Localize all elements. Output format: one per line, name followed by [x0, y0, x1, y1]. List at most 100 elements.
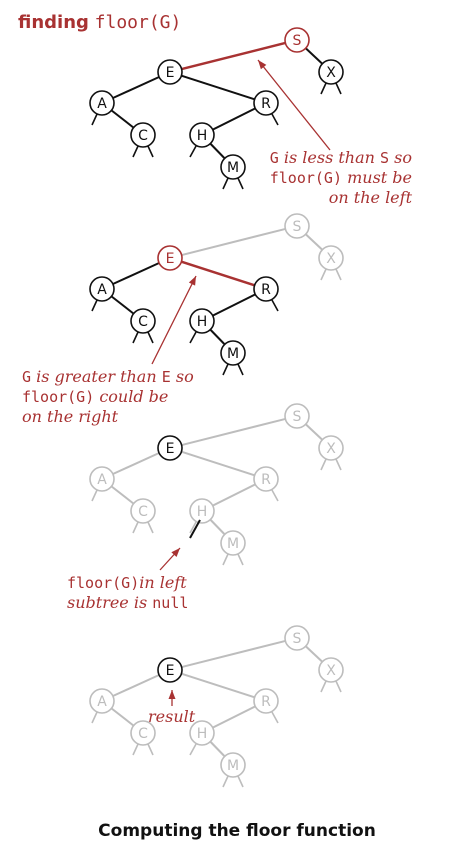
title-code: floor(G): [95, 12, 182, 33]
node-X-circle: [318, 245, 344, 271]
node-A-circle: [89, 688, 115, 714]
node-X: X: [318, 435, 344, 461]
annot-0-line-3: on the left: [329, 188, 413, 207]
annot-3-line-1: result: [148, 707, 196, 726]
node-X-key: X: [326, 251, 336, 267]
node-R: R: [253, 466, 279, 492]
node-C-key: C: [138, 314, 148, 330]
node-E: E: [157, 657, 183, 683]
node-C-key: C: [138, 128, 148, 144]
node-S: S: [284, 403, 310, 429]
node-S-circle: [284, 403, 310, 429]
null-link-M: [236, 552, 244, 566]
null-link-H: [189, 330, 198, 344]
annot-0-line-1-seg-1: G: [270, 149, 279, 167]
annot-0-line-1-seg-4: so: [389, 148, 412, 167]
node-A-key: A: [97, 282, 107, 298]
node-H-circle: [189, 720, 215, 746]
edge-S-X: [305, 645, 323, 663]
node-M-key: M: [227, 536, 239, 552]
null-link-X: [320, 267, 328, 281]
node-A-key: A: [97, 472, 107, 488]
edge-A-C: [110, 485, 135, 505]
node-C-key: C: [138, 504, 148, 520]
annotation-arrow-4-head: [168, 690, 176, 699]
edge-A-C: [110, 707, 135, 727]
node-C: C: [130, 720, 156, 746]
node-X-key: X: [326, 65, 336, 81]
node-R-key: R: [261, 282, 271, 298]
node-A-key: A: [97, 96, 107, 112]
null-left-link-H: [189, 519, 201, 539]
node-E-circle: [157, 245, 183, 271]
annot-2-line-2: subtree is null: [67, 593, 188, 612]
annotation-arrow-1: [257, 59, 331, 151]
node-A: A: [89, 688, 115, 714]
annot-1-line-3: on the right: [22, 407, 119, 426]
null-link-R: [270, 112, 279, 126]
null-link-X: [320, 457, 328, 471]
node-X-circle: [318, 657, 344, 683]
node-R-circle: [253, 276, 279, 302]
node-E: E: [157, 435, 183, 461]
null-link-C: [132, 330, 140, 344]
node-M: M: [220, 340, 246, 366]
null-link-X: [334, 457, 342, 471]
edge-A-C: [110, 109, 135, 129]
annot-0-line-3-seg-1: on the left: [329, 188, 413, 207]
null-link-C: [146, 144, 154, 158]
node-H: H: [189, 498, 215, 524]
node-A: A: [89, 466, 115, 492]
null-link-A: [91, 710, 99, 724]
node-X-key: X: [326, 663, 336, 679]
edge-H-M: [209, 328, 226, 346]
node-E-key: E: [166, 65, 175, 81]
edge-H-M: [209, 518, 226, 536]
node-C: C: [130, 498, 156, 524]
null-link-C: [132, 144, 140, 158]
node-R: R: [253, 90, 279, 116]
node-C-circle: [130, 498, 156, 524]
null-link-C: [132, 520, 140, 534]
node-S-key: S: [293, 219, 302, 235]
edge-S-X: [305, 233, 323, 251]
null-link-C: [146, 742, 154, 756]
node-S: S: [284, 27, 310, 53]
edge-S-E: [181, 227, 286, 257]
null-link-M: [222, 552, 230, 566]
null-link-X: [334, 679, 342, 693]
edge-S-E: [181, 417, 286, 447]
null-link-X: [320, 81, 328, 95]
annot-0-line-2: floor(G) must be: [270, 168, 412, 187]
null-link-R: [270, 298, 279, 312]
node-H-key: H: [197, 314, 208, 330]
node-H-key: H: [197, 128, 208, 144]
edge-S-X: [305, 423, 323, 441]
annot-2-line-1-seg-2: in left: [139, 573, 187, 592]
null-link-R: [270, 488, 279, 502]
null-link-R: [270, 710, 279, 724]
edge-R-H: [212, 293, 256, 317]
node-M: M: [220, 154, 246, 180]
node-S: S: [284, 625, 310, 651]
null-link-C: [132, 742, 140, 756]
node-A-circle: [89, 276, 115, 302]
node-S-key: S: [293, 631, 302, 647]
node-H-key: H: [197, 726, 208, 742]
edge-E-A: [112, 452, 160, 475]
null-link-M: [222, 362, 230, 376]
node-M-circle: [220, 340, 246, 366]
edge-S-E: [181, 41, 286, 71]
edge-E-R: [181, 450, 255, 477]
node-A: A: [89, 90, 115, 116]
annot-2-line-1-seg-1: floor(G): [67, 574, 139, 592]
annot-0-line-1-seg-3: S: [380, 149, 389, 167]
annotation-arrow-2: [151, 275, 197, 365]
edge-H-M: [209, 740, 226, 758]
node-A-circle: [89, 466, 115, 492]
null-link-H: [189, 520, 198, 534]
node-H: H: [189, 122, 215, 148]
null-link-M: [222, 774, 230, 788]
